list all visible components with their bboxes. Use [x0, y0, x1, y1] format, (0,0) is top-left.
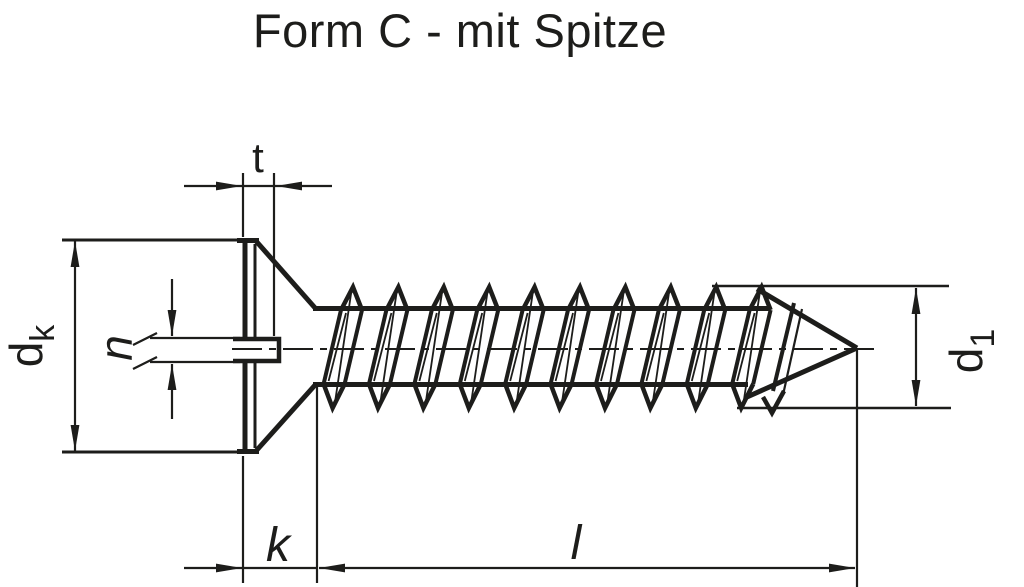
thread-tooth-line [611, 281, 637, 312]
thread-tooth-line [615, 309, 637, 385]
thread-tooth-line [327, 312, 347, 382]
thread-tooth-line [639, 309, 661, 385]
label-k: k [266, 519, 293, 572]
thread-tooth-line [690, 312, 711, 382]
thread-tooth-line [702, 281, 728, 312]
thread-tooth-line [524, 309, 546, 385]
thread-tooth-line [751, 309, 773, 385]
label-dk: dk [0, 324, 62, 368]
thread-tooth-line [321, 309, 343, 385]
thread-tooth-line [736, 312, 756, 382]
thread-tooth-line [554, 312, 574, 382]
screw-head [233, 238, 318, 454]
thread-tooth-line [412, 382, 438, 414]
thread-tooth-line [684, 309, 707, 385]
screw-tip [745, 286, 859, 418]
thread-tooth-line [656, 281, 682, 312]
thread-tooth-line [593, 382, 620, 414]
slot [233, 336, 282, 364]
dimension-dk: dk [0, 238, 240, 454]
thread-tooth-line [366, 382, 393, 414]
dimension-d1: d1 [712, 284, 1002, 410]
thread-tooth-line [463, 312, 484, 382]
thread-tooth-line [509, 312, 529, 382]
screw-thread [313, 281, 773, 414]
dimension-l: l [319, 350, 859, 587]
thread-tooth-line [730, 382, 756, 414]
thread-tooth-line [705, 309, 728, 385]
thread-tooth-line [429, 281, 455, 312]
dimension-t: t [184, 134, 332, 336]
drawing-title: Form C - mit Spitze [252, 4, 668, 57]
thread-tooth-line [388, 309, 410, 385]
thread-tooth-line [503, 309, 525, 385]
label-l: l [571, 517, 583, 570]
thread-tooth-line [433, 309, 455, 385]
dimension-k: k [184, 387, 319, 583]
thread-teeth [321, 281, 773, 414]
thread-tooth-line [730, 309, 752, 385]
thread-tooth-line [503, 382, 529, 414]
thread-tooth-line [339, 281, 365, 312]
thread-tooth-line [639, 382, 665, 414]
thread-tooth-line [548, 309, 570, 385]
thread-tooth-line [548, 382, 574, 414]
thread-tooth-line [367, 309, 389, 385]
thread-tooth-line [457, 382, 483, 414]
thread-tooth-line [600, 312, 620, 382]
thread-tooth-line [566, 281, 592, 312]
thread-tooth-line [660, 309, 682, 385]
thread-tooth-line [342, 309, 364, 385]
thread-tooth-line [475, 281, 501, 312]
label-n: n [90, 335, 142, 361]
thread-tooth-line [747, 281, 773, 312]
thread-tooth-line [684, 382, 710, 414]
thread-tooth-line [321, 382, 347, 414]
thread-tooth-line [457, 309, 480, 385]
label-d1: d1 [940, 329, 1002, 374]
thread-tooth-line [569, 309, 591, 385]
label-t: t [252, 134, 264, 181]
thread-tooth-line [645, 312, 665, 382]
thread-tooth-line [373, 312, 393, 382]
thread-tooth-line [520, 281, 546, 312]
thread-tooth-line [478, 309, 501, 385]
thread-tooth-line [412, 309, 434, 385]
thread-tooth-line [384, 281, 410, 312]
dimension-n: n [90, 279, 240, 419]
thread-tooth-line [594, 309, 616, 385]
thread-tooth-line [418, 312, 438, 382]
